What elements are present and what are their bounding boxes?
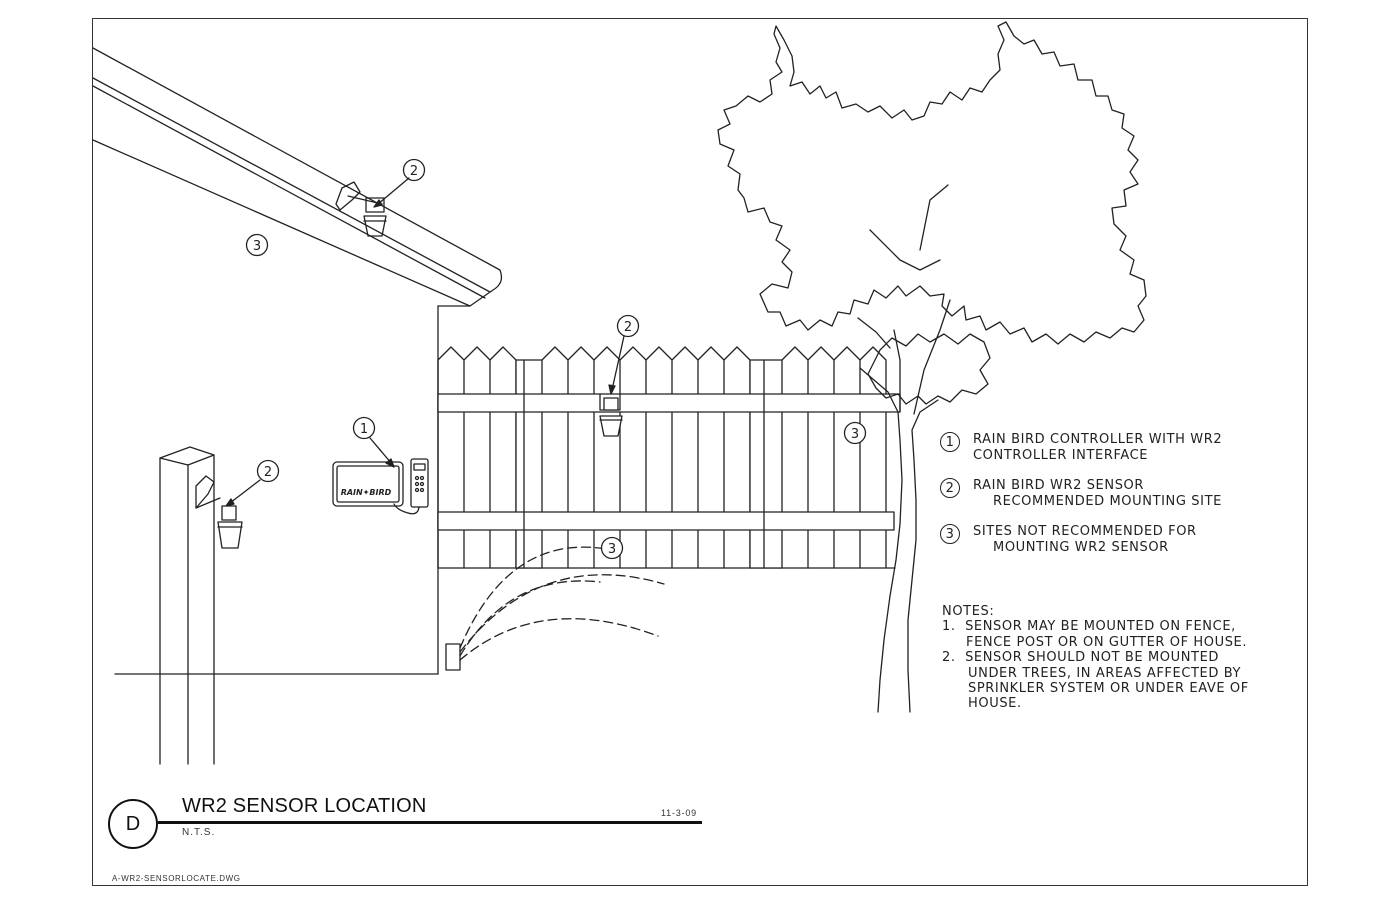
legend-number: 2: [940, 478, 960, 498]
controller-logo: RAIN✦BIRD: [341, 488, 392, 497]
post-sensor: [195, 475, 243, 549]
notes: NOTES: 1. SENSOR MAY BE MOUNTED ON FENCE…: [942, 604, 1302, 712]
gutter-sensor: [335, 181, 387, 237]
house-roof-gutter: [92, 47, 503, 307]
callout-fence-sensor: 2: [616, 314, 640, 338]
tree: [717, 21, 1147, 713]
legend-number: 3: [940, 524, 960, 544]
fence-post: [159, 446, 215, 765]
legend-item-2: 2 RAIN BIRD WR2 SENSOR RECOMMENDED MOUNT…: [940, 478, 1300, 510]
note-line: UNDER TREES, IN AREAS AFFECTED BY: [968, 665, 1242, 681]
callout-post-sensor: 2: [256, 459, 280, 483]
note-line: 2. SENSOR SHOULD NOT BE MOUNTED: [942, 650, 1220, 666]
svg-text:3: 3: [608, 542, 616, 557]
callout-gutter: 2: [402, 158, 426, 182]
fence-sensor: [599, 393, 623, 437]
sheet-border: [92, 18, 1308, 886]
legend-item-1: 1 RAIN BIRD CONTROLLER WITH WR2 CONTROLL…: [940, 432, 1300, 464]
rain-bird-controller: RAIN✦BIRD: [332, 458, 429, 515]
callout-sprinkler: 3: [600, 536, 624, 560]
svg-text:2: 2: [624, 320, 632, 335]
legend: 1 RAIN BIRD CONTROLLER WITH WR2 CONTROLL…: [940, 432, 1300, 570]
legend-text: RECOMMENDED MOUNTING SITE: [993, 494, 1222, 509]
drawing-title: WR2 SENSOR LOCATION: [182, 795, 427, 817]
callout-wall: 3: [245, 233, 269, 257]
legend-number: 1: [940, 432, 960, 452]
file-name: A-WR2-SENSORLOCATE.DWG: [112, 874, 241, 883]
note-line: SPRINKLER SYSTEM OR UNDER EAVE OF: [968, 681, 1249, 697]
svg-text:2: 2: [410, 164, 418, 179]
legend-text: RAIN BIRD WR2 SENSOR: [973, 478, 1145, 493]
svg-text:2: 2: [264, 465, 272, 480]
scale-note: N.T.S.: [182, 827, 216, 838]
callout-fence: 3: [843, 421, 867, 445]
notes-heading: NOTES:: [942, 604, 995, 619]
sprinkler: [445, 546, 665, 671]
legend-text: SITES NOT RECOMMENDED FOR: [973, 524, 1197, 539]
title-underline: [158, 821, 702, 824]
note-line: 1. SENSOR MAY BE MOUNTED ON FENCE,: [942, 619, 1236, 635]
callout-controller: 1: [352, 416, 376, 440]
svg-text:3: 3: [851, 427, 859, 442]
note-line: FENCE POST OR ON GUTTER OF HOUSE.: [966, 634, 1248, 650]
title-block: D WR2 SENSOR LOCATION N.T.S. 11-3-09: [108, 792, 708, 852]
fence-posts-rails: [437, 359, 901, 569]
detail-letter: D: [108, 799, 158, 849]
legend-text: MOUNTING WR2 SENSOR: [993, 540, 1169, 555]
callout-leaders: [225, 177, 625, 507]
drawing-date: 11-3-09: [661, 808, 697, 818]
svg-text:1: 1: [360, 422, 368, 437]
svg-text:3: 3: [253, 239, 261, 254]
fence-pickets: [437, 346, 896, 569]
legend-item-3: 3 SITES NOT RECOMMENDED FOR MOUNTING WR2…: [940, 524, 1300, 556]
legend-text: RAIN BIRD CONTROLLER WITH WR2: [973, 432, 1223, 447]
note-line: HOUSE.: [968, 696, 1022, 712]
legend-text: CONTROLLER INTERFACE: [973, 448, 1149, 463]
